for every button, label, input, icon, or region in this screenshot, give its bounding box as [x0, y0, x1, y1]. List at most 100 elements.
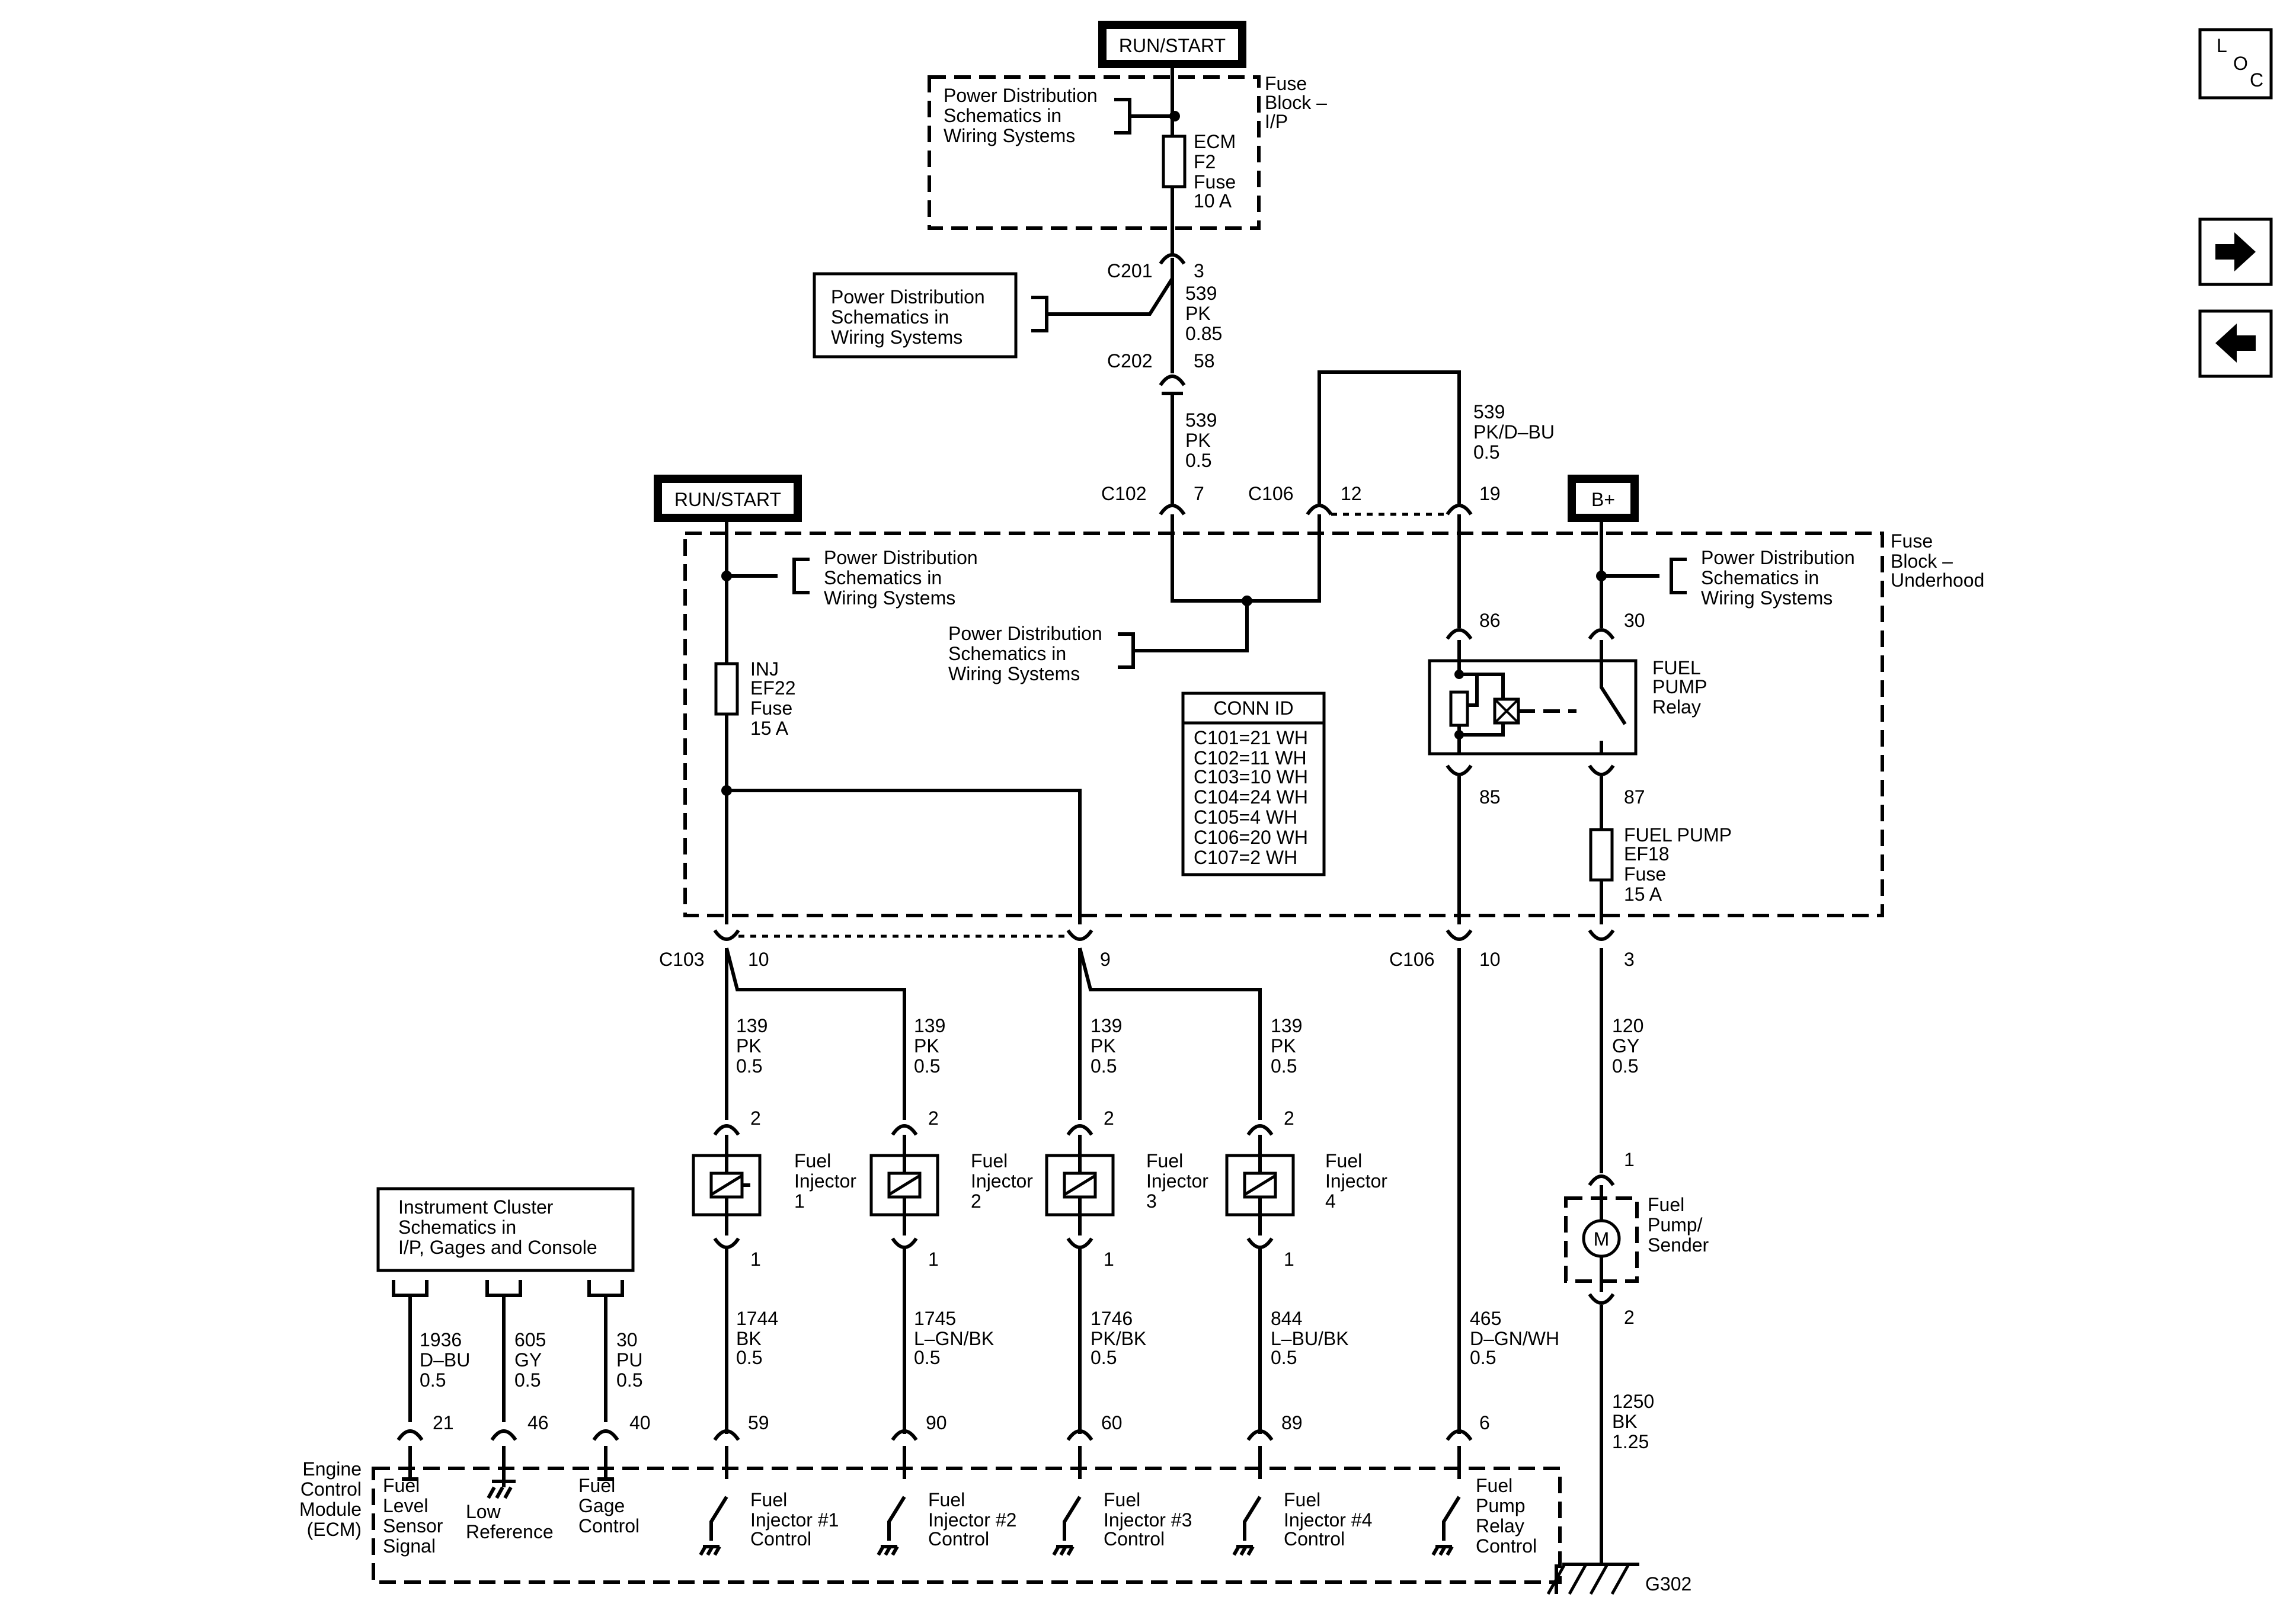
next-page-button[interactable]: [2198, 217, 2273, 286]
svg-text:GY: GY: [514, 1349, 542, 1371]
svg-text:Wiring Systems: Wiring Systems: [1701, 587, 1833, 609]
svg-text:1: 1: [794, 1190, 805, 1212]
svg-text:Injector #1: Injector #1: [750, 1509, 839, 1531]
svg-text:I/P: I/P: [1265, 111, 1288, 132]
svg-text:Wiring Systems: Wiring Systems: [948, 663, 1080, 684]
svg-text:PK/BK: PK/BK: [1091, 1328, 1146, 1349]
svg-text:87: 87: [1624, 786, 1645, 808]
svg-text:Injector #4: Injector #4: [1284, 1509, 1372, 1531]
svg-text:Power Distribution: Power Distribution: [824, 547, 978, 568]
svg-text:Control: Control: [1476, 1535, 1537, 1557]
svg-text:21: 21: [433, 1412, 454, 1433]
svg-text:40: 40: [629, 1412, 651, 1433]
svg-text:PK: PK: [736, 1035, 762, 1057]
wire-120: 120 GY 0.5: [1612, 1015, 1643, 1077]
svg-text:0.5: 0.5: [1091, 1347, 1117, 1368]
svg-text:139: 139: [736, 1015, 768, 1036]
switch-inj2: Fuel Injector #2 Control: [877, 1446, 1016, 1556]
svg-text:Wiring Systems: Wiring Systems: [831, 327, 962, 348]
svg-text:RUN/START: RUN/START: [674, 489, 781, 510]
fuel-pump-sender: 1 M 2 Fuel Pump/ Sender: [1564, 1149, 1709, 1328]
svg-text:139: 139: [1271, 1015, 1302, 1036]
svg-text:Fuse: Fuse: [750, 697, 792, 719]
svg-text:465: 465: [1470, 1308, 1501, 1329]
svg-text:0.5: 0.5: [736, 1055, 762, 1077]
inj-fuse: [714, 662, 739, 716]
svg-text:Block –: Block –: [1265, 92, 1327, 113]
svg-text:CONN ID: CONN ID: [1213, 697, 1293, 719]
svg-text:0.5: 0.5: [1612, 1055, 1638, 1077]
wire-1746: 1746 PK/BK 0.5: [1091, 1308, 1146, 1368]
inj-fuse-label: INJ EF22 Fuse 15 A: [750, 658, 795, 739]
svg-text:Fuel: Fuel: [1284, 1489, 1320, 1510]
instrument-cluster-ref[interactable]: Instrument Cluster Schematics in I/P, Ga…: [376, 1187, 635, 1272]
svg-text:C103=10 WH: C103=10 WH: [1194, 766, 1308, 788]
svg-text:BK: BK: [1612, 1411, 1638, 1432]
prev-page-button[interactable]: [2198, 309, 2273, 378]
svg-text:30: 30: [616, 1329, 638, 1350]
switch-pump-relay: Fuel Pump Relay Control: [1431, 1446, 1537, 1557]
svg-text:Schematics in: Schematics in: [831, 306, 949, 328]
svg-text:Injector #3: Injector #3: [1104, 1509, 1192, 1531]
ecm-fuse: [1162, 135, 1187, 188]
svg-text:2: 2: [1624, 1307, 1635, 1328]
svg-text:539: 539: [1185, 283, 1217, 304]
svg-text:Control: Control: [300, 1478, 362, 1500]
svg-text:Instrument Cluster: Instrument Cluster: [398, 1196, 554, 1218]
svg-text:EF22: EF22: [750, 677, 795, 699]
svg-text:INJ: INJ: [750, 658, 779, 680]
svg-text:RUN/START: RUN/START: [1119, 35, 1226, 56]
svg-text:Injector: Injector: [1325, 1170, 1387, 1192]
fuel-pump-fuse: [1589, 828, 1614, 882]
fuel-gage-control: Fuel Gage Control: [578, 1475, 639, 1537]
svg-text:2: 2: [750, 1108, 761, 1129]
svg-text:(ECM): (ECM): [307, 1519, 362, 1540]
svg-text:3: 3: [1194, 260, 1204, 281]
power-dist-ref-2[interactable]: Power Distribution Schematics in Wiring …: [813, 272, 1048, 359]
ecm-module: [372, 1467, 1562, 1584]
svg-text:85: 85: [1479, 786, 1501, 808]
svg-text:60: 60: [1101, 1412, 1123, 1433]
svg-text:1: 1: [750, 1249, 761, 1270]
wire-1745: 1745 L–GN/BK 0.5: [914, 1308, 994, 1368]
svg-text:Power Distribution: Power Distribution: [944, 85, 1098, 106]
fuel-pump-relay-label: FUEL PUMP Relay: [1652, 657, 1707, 718]
svg-text:PK/D–BU: PK/D–BU: [1473, 421, 1555, 443]
svg-text:Reference: Reference: [466, 1521, 554, 1542]
c106-bottom-label: C106: [1389, 949, 1435, 970]
ecm-label: Engine Control Module (ECM): [299, 1458, 362, 1540]
svg-text:C: C: [2250, 69, 2263, 91]
svg-text:0.5: 0.5: [616, 1369, 642, 1391]
svg-text:4: 4: [1325, 1190, 1336, 1212]
wire-139-inj3: 139 PK 0.5: [1091, 1015, 1122, 1077]
svg-text:Power Distribution: Power Distribution: [1701, 547, 1855, 568]
svg-text:1: 1: [928, 1249, 939, 1270]
svg-text:Injector: Injector: [1146, 1170, 1208, 1192]
svg-text:1: 1: [1284, 1249, 1294, 1270]
wire-465: 465 D–GN/WH 0.5: [1470, 1308, 1559, 1368]
svg-text:1746: 1746: [1091, 1308, 1133, 1329]
svg-text:Level: Level: [383, 1495, 428, 1516]
wire-1744: 1744 BK 0.5: [736, 1308, 778, 1368]
svg-text:30: 30: [1624, 610, 1645, 631]
svg-text:Fuel: Fuel: [928, 1489, 965, 1510]
svg-text:Injector: Injector: [794, 1170, 856, 1192]
svg-text:605: 605: [514, 1329, 546, 1350]
svg-text:L–GN/BK: L–GN/BK: [914, 1328, 994, 1349]
svg-text:0.5: 0.5: [914, 1055, 940, 1077]
svg-text:Fuel: Fuel: [578, 1475, 615, 1496]
svg-text:3: 3: [1624, 949, 1635, 970]
svg-text:Wiring Systems: Wiring Systems: [824, 587, 955, 609]
c106-top-label: C106: [1248, 483, 1294, 504]
svg-text:Fuel: Fuel: [1476, 1475, 1512, 1496]
svg-text:Pump: Pump: [1476, 1495, 1526, 1516]
svg-text:0.5: 0.5: [514, 1369, 541, 1391]
fuel-pump-relay: [1428, 640, 1638, 756]
svg-text:Relay: Relay: [1652, 696, 1701, 718]
svg-text:139: 139: [1091, 1015, 1122, 1036]
svg-text:0.5: 0.5: [1470, 1347, 1496, 1368]
loc-button[interactable]: L O C: [2198, 28, 2273, 100]
svg-text:FUEL: FUEL: [1652, 657, 1701, 678]
svg-text:139: 139: [914, 1015, 945, 1036]
